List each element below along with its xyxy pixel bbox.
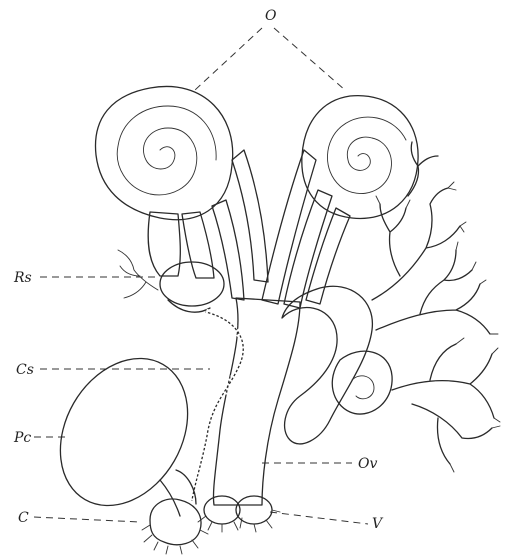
- label-receptaculum: Rs: [13, 270, 32, 286]
- c-organ: [142, 499, 208, 554]
- leader-lines: [34, 28, 368, 524]
- leader-c: [34, 517, 140, 522]
- receptaculum-seminis: [118, 250, 224, 312]
- leader-ovaries-right: [274, 28, 345, 90]
- pouch: [35, 335, 213, 528]
- right-lobes: [282, 286, 392, 444]
- leader-v: [270, 512, 368, 524]
- branching-glands: [372, 142, 500, 472]
- central-oviduct: [213, 298, 300, 505]
- label-c: C: [18, 510, 29, 526]
- label-oviduct: Ov: [358, 456, 377, 472]
- vagina: [198, 496, 280, 532]
- label-vagina: V: [372, 516, 384, 532]
- canal-seminal: [192, 312, 243, 500]
- right-ovary: [262, 96, 418, 308]
- label-ovaries: O: [265, 8, 277, 24]
- leader-ovaries-left: [195, 28, 262, 90]
- label-canal: Cs: [16, 362, 34, 378]
- label-pouch: Pc: [13, 430, 31, 446]
